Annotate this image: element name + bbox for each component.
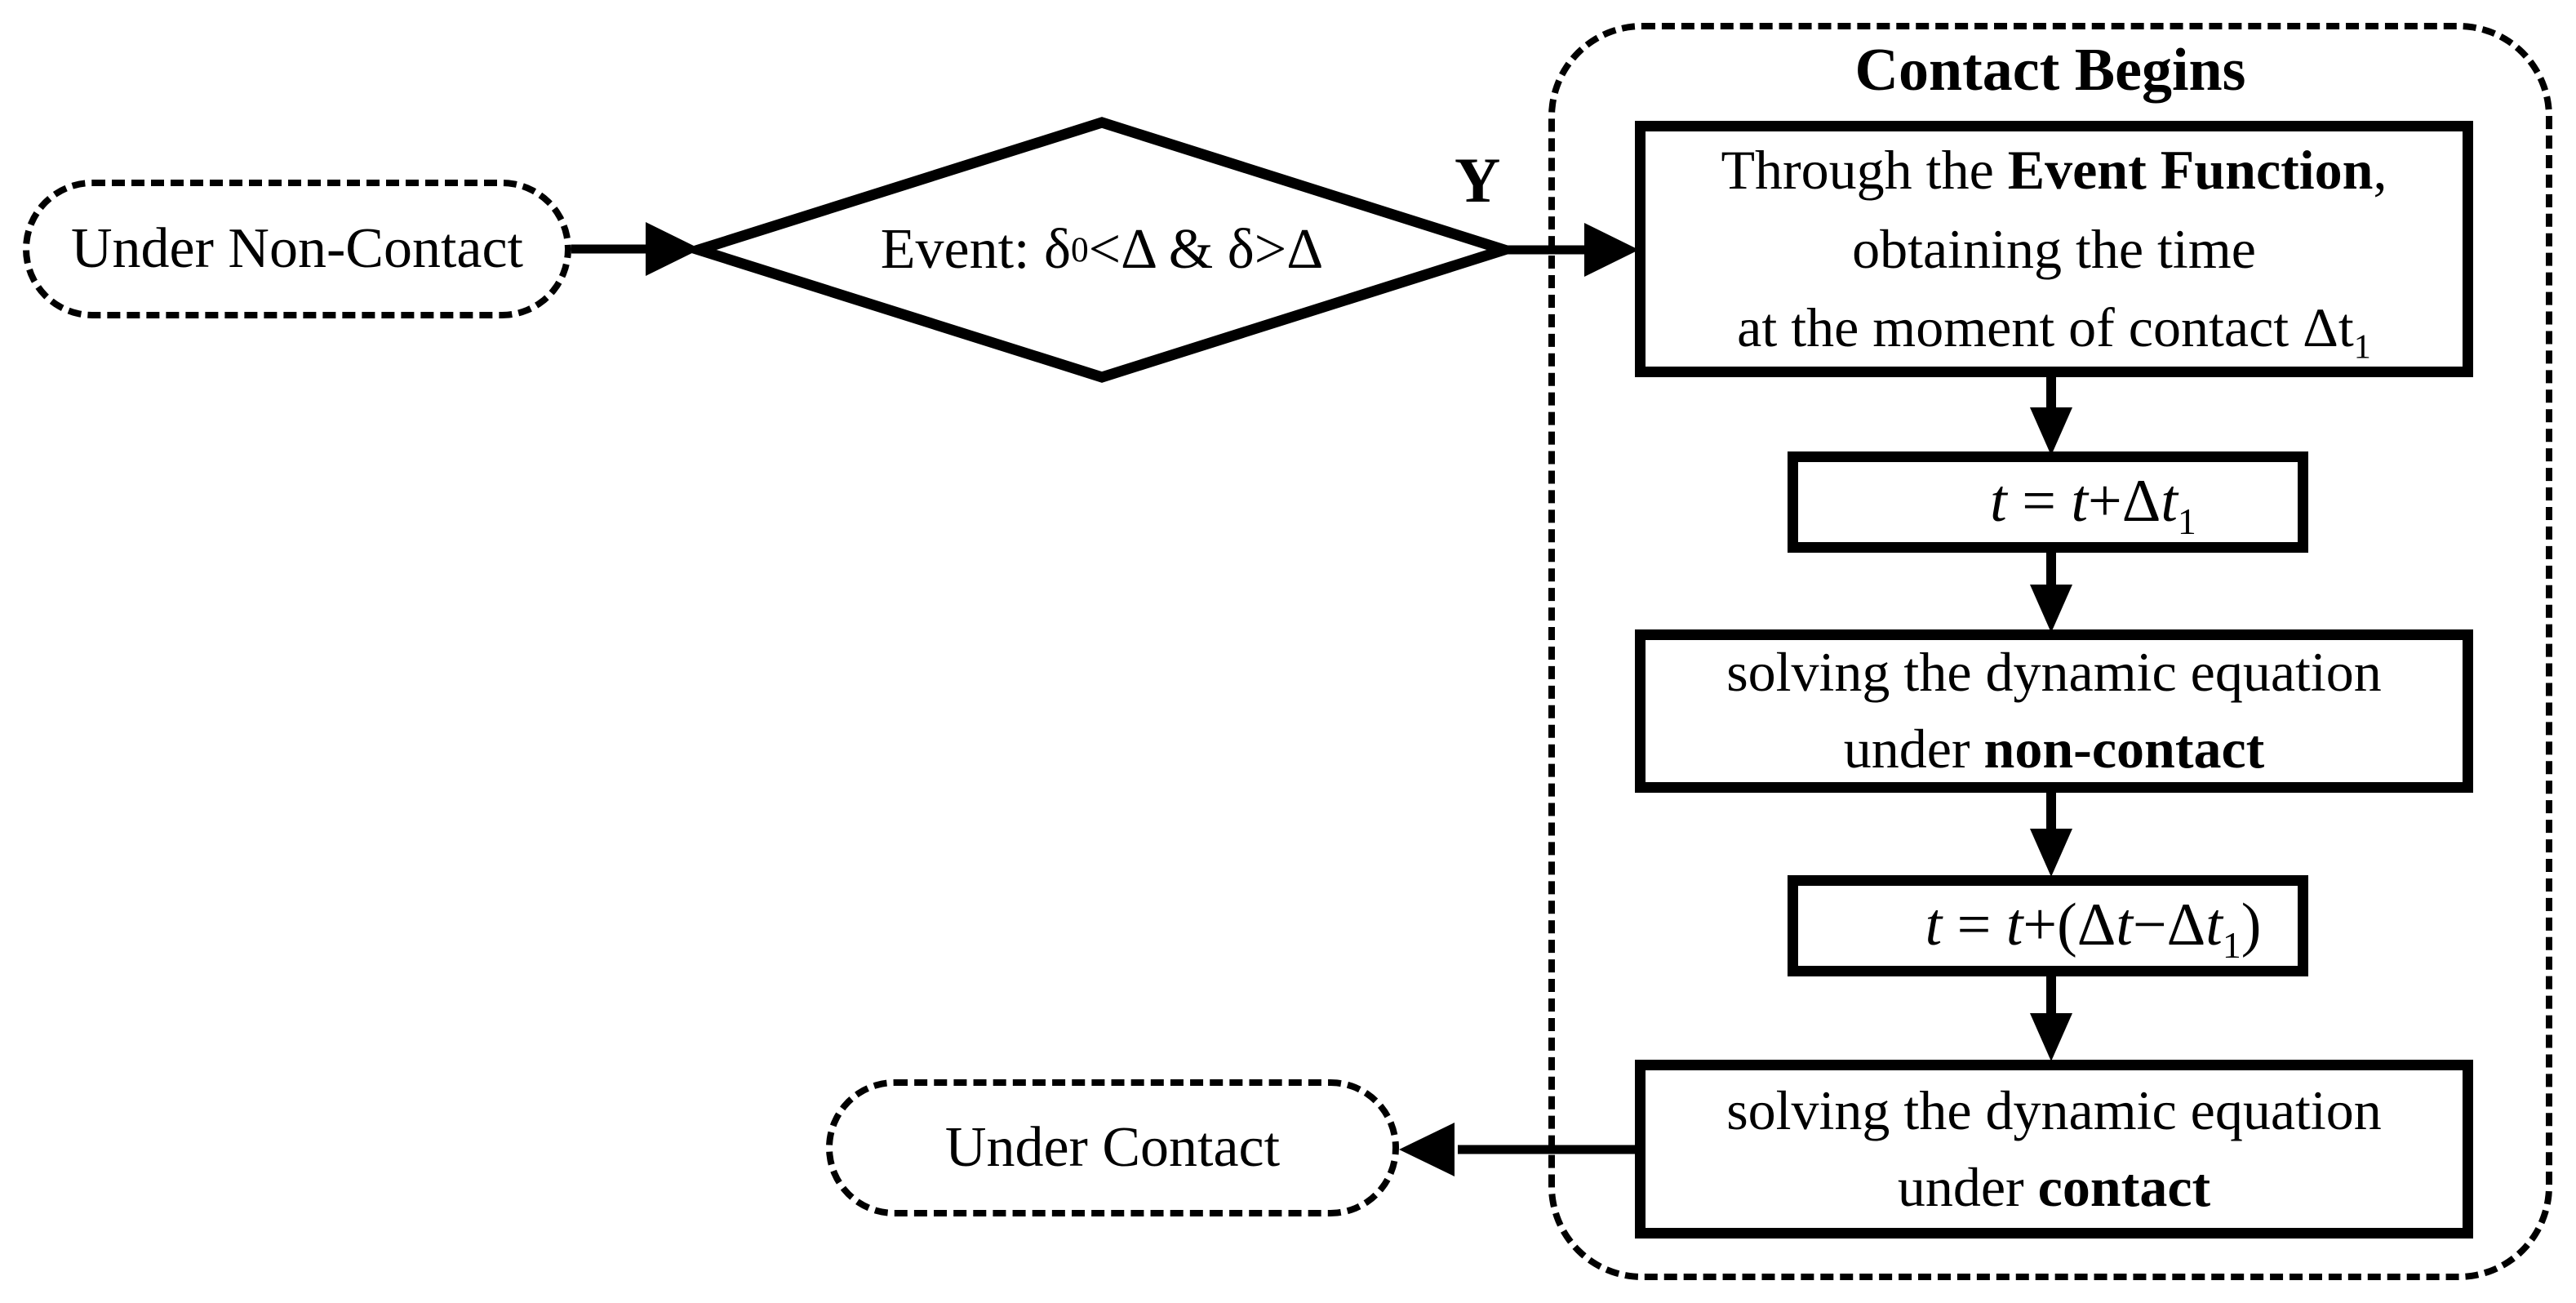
eq1-plus-delta: +Δ <box>2088 468 2161 536</box>
eq1-equals: = <box>2006 468 2072 536</box>
eq2-close: ) <box>2241 892 2262 959</box>
start-node-label: Under Non-Contact <box>70 217 524 280</box>
event-function-line3-pre: at the moment of contact Δt <box>1737 296 2354 359</box>
eq2-t2: t <box>2005 892 2023 959</box>
solve-noncontact-line2-bold: non-contact <box>1983 718 2265 780</box>
solve-contact-line2-bold: contact <box>2037 1155 2211 1218</box>
solve-noncontact-box: solving the dynamic equation under non-c… <box>1635 629 2473 793</box>
solve-contact-line1: solving the dynamic equation <box>1726 1078 2382 1141</box>
event-function-box: Through the Event Function, obtaining th… <box>1635 121 2473 377</box>
time-update-2-equation: t = t+(Δt−Δt1) <box>1835 797 2262 1054</box>
eq1-t2: t <box>2071 468 2089 536</box>
event-function-line1-pre: Through the <box>1721 139 2008 202</box>
eq2-t3: t <box>2116 892 2133 959</box>
event-function-line3-sub: 1 <box>2353 327 2371 367</box>
eq1-sub: 1 <box>2177 500 2196 543</box>
arrow-noncontact-to-update2-head <box>2030 829 2072 877</box>
eq2-open: +(Δ <box>2023 892 2116 959</box>
yes-branch-label: Y <box>1455 145 1501 216</box>
solve-contact-line2-pre: under <box>1897 1155 2038 1218</box>
eq1-t3: t <box>2161 468 2178 536</box>
eq2-t4: t <box>2205 892 2223 959</box>
arrow-update1-to-noncontact-head <box>2030 585 2072 633</box>
decision-label-post: <Δ & δ>Δ <box>1088 218 1324 281</box>
start-node: Under Non-Contact <box>23 180 571 318</box>
event-function-line3: at the moment of contact Δt1 <box>1737 288 2371 367</box>
eq2-equals: = <box>1942 892 2006 959</box>
solve-noncontact-line2-pre: under <box>1843 718 1984 780</box>
end-node: Under Contact <box>826 1079 1399 1216</box>
event-function-line2: obtaining the time <box>1852 217 2256 280</box>
decision-label-pre: Event: δ <box>880 218 1071 281</box>
event-function-line1-bold: Event Function <box>2007 139 2374 202</box>
solve-noncontact-line2: under non-contact <box>1844 711 2265 788</box>
eq2-t1: t <box>1925 892 1943 959</box>
eq2-sub: 1 <box>2222 924 2241 967</box>
eq1-t1: t <box>1990 468 2007 536</box>
time-update-box-2: t = t+(Δt−Δt1) <box>1788 875 2308 976</box>
solve-contact-box: solving the dynamic equation under conta… <box>1635 1060 2473 1239</box>
arrow-start-to-decision-head <box>646 222 700 276</box>
end-node-label: Under Contact <box>944 1116 1281 1179</box>
event-function-line1-post: , <box>2373 139 2387 202</box>
time-update-1-equation: t = t+Δt1 <box>1899 373 2196 630</box>
solve-contact-line2: under contact <box>1898 1150 2210 1226</box>
arrow-event-to-update1-head <box>2030 407 2072 456</box>
eq2-minus-delta: −Δ <box>2132 892 2206 959</box>
arrow-decision-to-event-head <box>1584 223 1639 277</box>
solve-noncontact-line1: solving the dynamic equation <box>1726 641 2382 704</box>
event-function-line1: Through the Event Function, <box>1721 131 2387 210</box>
time-update-box-1: t = t+Δt1 <box>1788 451 2308 553</box>
arrow-contact-to-end-head <box>1399 1123 1455 1176</box>
arrow-update2-to-contact-head <box>2030 1013 2072 1061</box>
contact-begins-title: Contact Begins <box>1854 37 2246 104</box>
